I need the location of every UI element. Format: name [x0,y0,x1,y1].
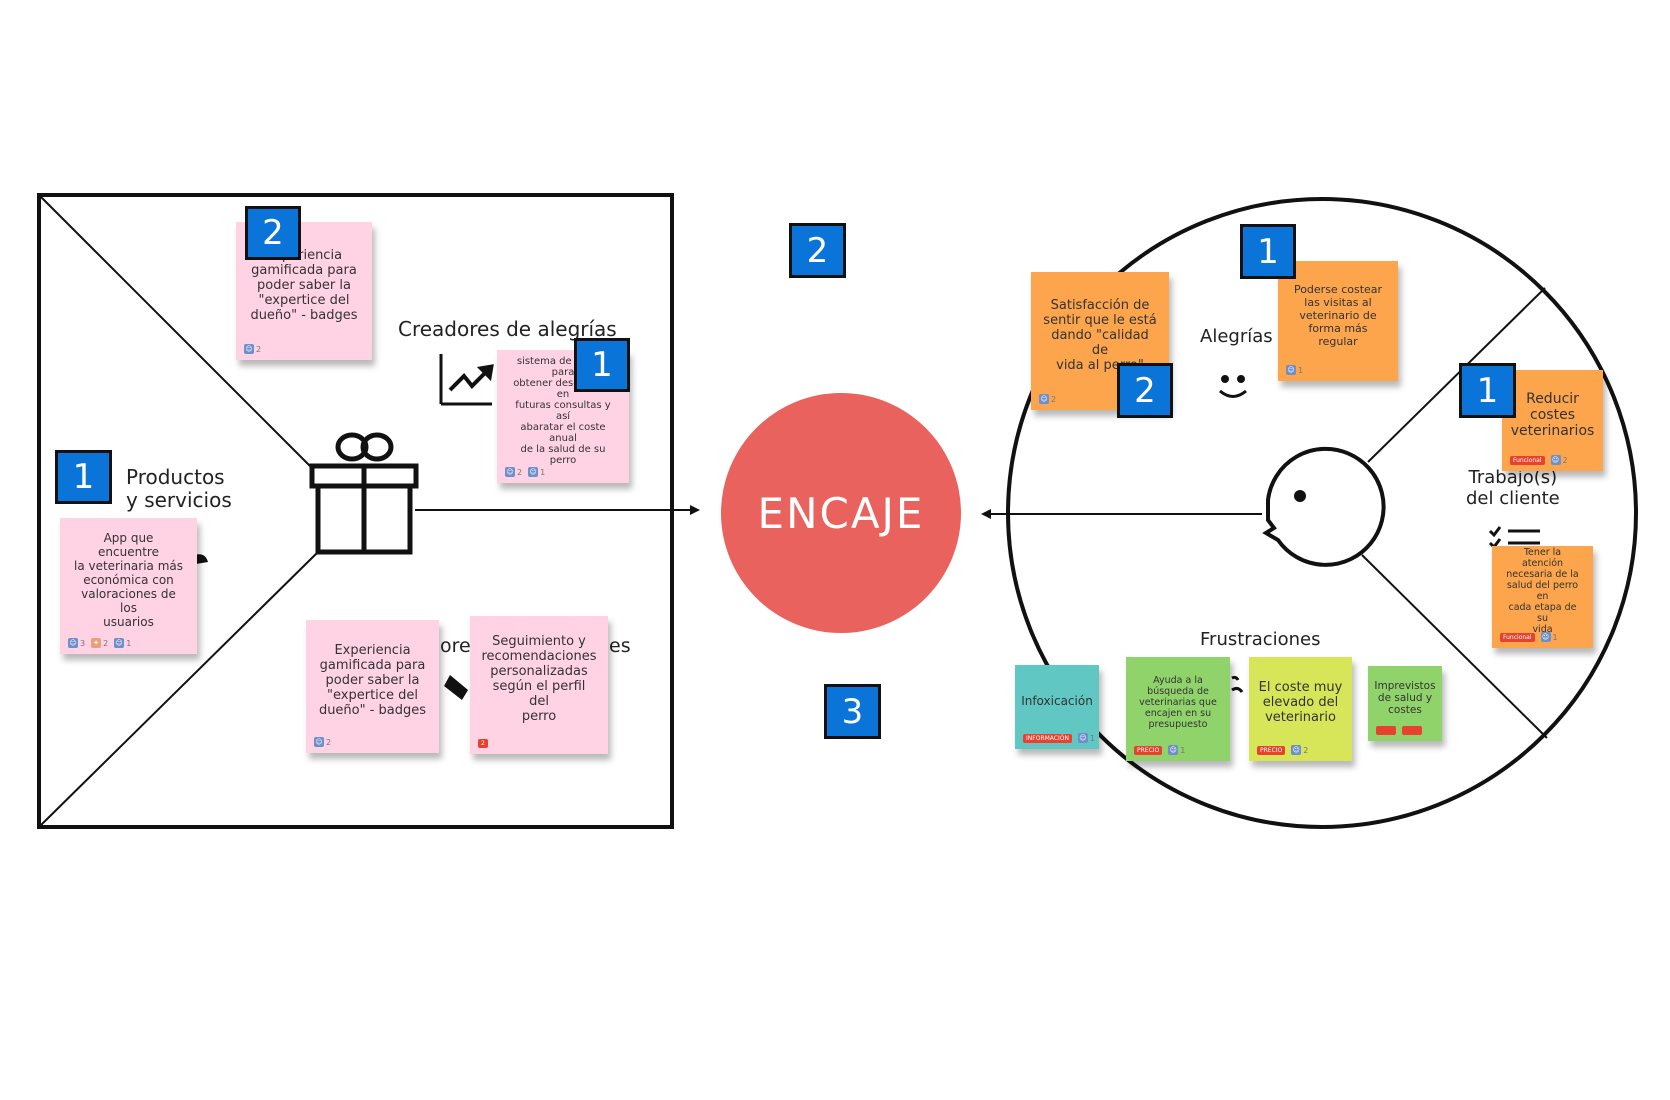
sticky-text: El coste muy elevado del veterinario [1258,679,1343,725]
sticky-health-care[interactable]: Tener la atención necesaria de la salud … [1492,546,1593,648]
sticky-infoxication[interactable]: Infoxicación INFORMACIÓN ☺1 [1015,665,1099,749]
sticky-gamified-badges-bottom[interactable]: Experiencia gamificada para poder saber … [306,620,439,753]
pains-label: Frustraciones [1200,629,1321,650]
priority-badge: 1 [1240,224,1296,279]
sticky-votes: ☺1 [1286,365,1304,375]
sticky-votes: ☺2 [244,344,262,354]
encaje-label: ENCAJE [757,488,925,538]
tag-information: INFORMACIÓN [1023,733,1072,743]
rocket-icon: ✦ [91,638,102,648]
sticky-votes: ☺2 ☺1 [505,467,546,477]
sticky-votes: 2 [478,739,488,748]
sticky-votes: ☺2 [314,737,332,747]
priority-badge: 2 [245,206,301,260]
sticky-high-cost[interactable]: El coste muy elevado del veterinario PRE… [1249,657,1352,761]
vote-icon: ☺ [1168,745,1179,755]
sticky-text: Infoxicación [1021,694,1093,708]
profile-divider-bottom [1361,554,1548,739]
vote-tag: 2 [478,739,488,748]
priority-badge: 1 [55,450,112,504]
tag-red [1376,726,1396,735]
frown-icon [1231,675,1244,693]
sticky-points-system[interactable]: sistema de puntos para obtener descuento… [497,350,629,483]
sticky-tags: Funcional ☺1 [1500,632,1558,642]
gains-label: Alegrías [1200,326,1273,347]
jobs-label: Trabajo(s) del cliente [1466,467,1560,509]
priority-badge: 1 [1459,363,1516,418]
sticky-unexpected-costs[interactable]: Imprevistos de salud y costes [1368,666,1442,741]
priority-badge: 1 [574,338,630,392]
priority-badge: 3 [824,684,881,739]
sticky-text: Imprevistos de salud y costes [1374,679,1436,716]
vote-icon: ☺ [1077,733,1088,743]
priority-badge: 2 [789,223,846,278]
tag-price: PRECIO [1257,745,1286,755]
sticky-text: Tener la atención necesaria de la salud … [1506,547,1579,635]
checklist-icon [1488,526,1540,550]
sticky-tags: PRECIO ☺1 [1134,745,1185,755]
tag-functional: Funcional [1500,632,1535,642]
smile-icon [1219,375,1247,398]
tag-price: PRECIO [1134,745,1163,755]
vote-icon: ☺ [314,737,324,747]
sticky-text: App que encuentre la veterinaria más eco… [73,531,184,629]
trend-up-icon [439,354,494,406]
vote-icon: ☺ [1039,394,1049,404]
tag-red [1402,726,1422,735]
profile-divider-top [1367,287,1546,463]
pain-reliever-icon [444,675,468,700]
priority-badge: 2 [1117,363,1173,418]
tag-functional: Funcional [1510,455,1545,465]
sticky-votes: ☺2 [1039,394,1057,404]
sticky-text: Ayuda a la búsqueda de veterinarias que … [1139,674,1217,730]
customer-face-icon [1262,446,1386,567]
value-map-diagonal-top [40,196,313,469]
gift-icon [309,432,419,555]
sticky-tags: Funcional ☺2 [1510,455,1568,465]
sticky-search-help[interactable]: Ayuda a la búsqueda de veterinarias que … [1126,657,1230,761]
products-label: Productos y servicios [126,465,232,512]
encaje-circle: ENCAJE [721,393,961,633]
sticky-afford-visits[interactable]: Poderse costear las visitas al veterinar… [1278,261,1398,381]
sticky-text: Reducir costes veterinarios [1510,390,1595,439]
arrow-head-left [981,509,991,519]
relievers-label-right: es [609,635,631,657]
vote-icon: ☺ [505,467,515,477]
sticky-tags: INFORMACIÓN ☺1 [1023,733,1095,743]
vote-icon: ☺ [1540,632,1551,642]
products-icon [195,554,208,564]
vote-icon: ☺ [528,467,539,477]
vote-icon: ☺ [1550,455,1561,465]
sticky-text: Poderse costear las visitas al veterinar… [1293,282,1383,348]
sticky-personalized-followup[interactable]: Seguimiento y recomendaciones personaliz… [470,616,608,754]
sticky-votes: ☺3 ✦2 ☺1 [68,638,132,648]
vote-icon: ☺ [114,638,125,648]
vote-icon: ☺ [244,344,254,354]
arrow-head-right [690,505,700,515]
sticky-text: Experiencia gamificada para poder saber … [318,643,427,718]
vote-icon: ☺ [68,638,78,648]
value-map-diagonal-bottom [40,551,319,826]
vote-icon: ☺ [1291,745,1302,755]
sticky-app-vets[interactable]: App que encuentre la veterinaria más eco… [60,518,197,654]
sticky-tags [1376,726,1422,735]
sticky-text: Seguimiento y recomendaciones personaliz… [481,634,597,724]
sticky-reduce-costs[interactable]: Reducir costes veterinarios Funcional ☺2 [1502,370,1603,471]
creators-label: Creadores de alegrías [398,317,617,341]
sticky-tags: PRECIO ☺2 [1257,745,1308,755]
vote-icon: ☺ [1286,365,1296,375]
sticky-text: Satisfacción de sentir que le está dando… [1043,297,1157,373]
